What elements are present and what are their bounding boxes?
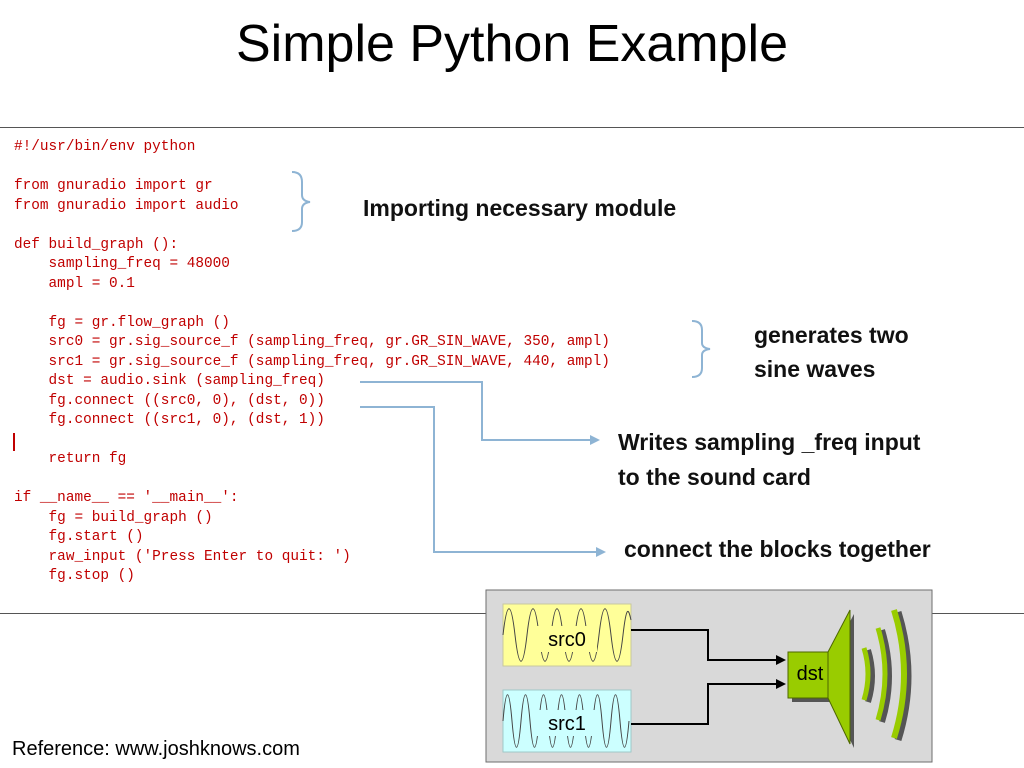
top-divider: [0, 127, 1024, 128]
code-line: from gnuradio import gr: [14, 178, 213, 194]
src0-label: src0: [548, 629, 586, 651]
src0-sine-wave: [502, 608, 632, 662]
connect-connector: [360, 406, 598, 553]
code-line: from gnuradio import audio: [14, 197, 239, 214]
code-listing: #!/usr/bin/env python from gnuradio impor…: [14, 138, 610, 587]
annotation-importing: Importing necessary module: [363, 195, 677, 221]
sine-brace: [691, 320, 711, 378]
code-line: def build_graph ():: [14, 236, 179, 253]
code-line: if __name__ == '__main__':: [14, 490, 239, 506]
src1-wire: [631, 683, 778, 725]
import-brace: [291, 171, 311, 232]
src0-label-bg: [537, 626, 597, 652]
sink-connector: [360, 381, 592, 441]
code-line: fg.start (): [14, 529, 144, 545]
sink-arrowhead: [590, 435, 600, 445]
code-line: fg.connect ((src0, 0), (dst, 0)): [14, 392, 325, 409]
code-line: fg = gr.flow_graph (): [14, 314, 230, 331]
code-line: ampl = 0.1: [14, 275, 135, 292]
code-line: fg.stop (): [14, 568, 135, 584]
speaker-icon: [787, 609, 912, 748]
block-diagram: src0 src1 dst: [485, 589, 933, 763]
dst-label: dst: [797, 663, 824, 685]
code-line: sampling_freq = 48000: [14, 256, 230, 272]
src0-wire: [631, 629, 778, 661]
reference-text: Reference: www.joshknows.com: [12, 738, 300, 760]
code-line: #!/usr/bin/env python: [14, 139, 196, 155]
code-line: fg.connect ((src1, 0), (dst, 1)): [14, 412, 325, 428]
code-line: raw_input ('Press Enter to quit: '): [14, 548, 351, 565]
text-cursor: [13, 433, 15, 451]
code-line: src1 = gr.sig_source_f (sampling_freq, g…: [14, 353, 610, 370]
code-line: dst = audio.sink (sampling_freq): [14, 373, 325, 389]
annotation-sine-line2: sine waves: [754, 356, 876, 382]
annotation-sine-line1: generates two: [754, 322, 909, 348]
annotation-sink-line2: to the sound card: [618, 464, 811, 490]
annotation-connect: connect the blocks together: [624, 536, 931, 562]
annotation-sink-line1: Writes sampling _freq input: [618, 429, 921, 455]
src1-label: src1: [548, 713, 586, 735]
src1-wire-arrowhead: [776, 679, 786, 689]
slide-title: Simple Python Example: [235, 15, 789, 73]
connect-arrowhead: [596, 547, 606, 557]
code-line: src0 = gr.sig_source_f (sampling_freq, g…: [14, 334, 610, 350]
src0-wire-arrowhead: [776, 655, 786, 665]
src1-label-bg: [537, 710, 597, 736]
code-line: return fg: [14, 451, 127, 467]
code-line: fg = build_graph (): [14, 509, 213, 526]
